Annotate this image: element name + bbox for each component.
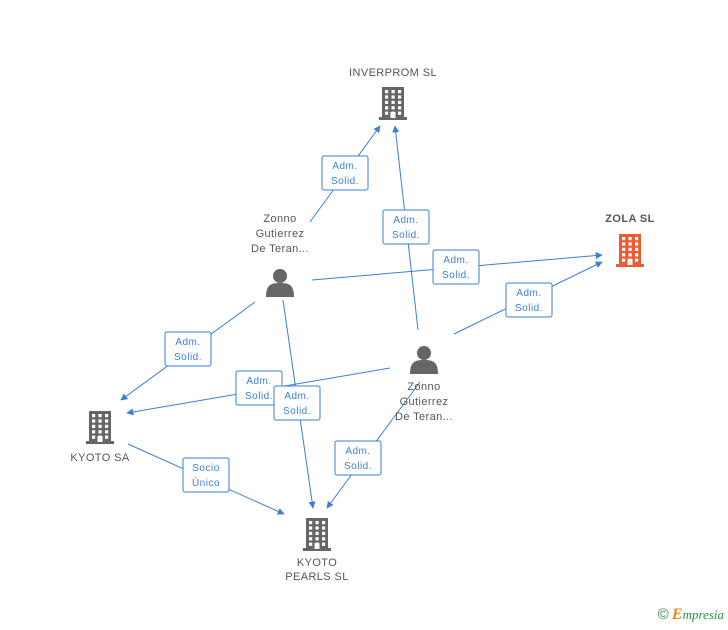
edge-label-text: Adm. [175,337,200,348]
person-icon [410,346,438,374]
edge-label[interactable]: Adm. Solid. [432,249,480,285]
node-zola[interactable]: ZOLA SL [605,213,654,267]
building-icon [379,87,407,120]
edge-label-text: Solid. [331,176,359,187]
edge-label-text: Único [192,476,220,489]
copyright-notice: © Empresia [658,606,724,624]
node-kyoto_pearls[interactable]: KYOTO PEARLS SL [285,518,349,583]
brand-name: mpresia [682,607,724,622]
edge-label[interactable]: Adm. Solid. [164,331,212,367]
building-icon [86,411,114,444]
edge-label-box [273,385,321,421]
node-label: Zonno [263,213,296,225]
edge-label-box [334,440,382,476]
edge-label-text: Solid. [283,406,311,417]
edge-label-text: Solid. [245,391,273,402]
edge-label-text: Adm. [246,376,271,387]
edge-label-box [432,249,480,285]
edge-label-text: Solid. [392,230,420,241]
node-label: Gutierrez [400,396,449,408]
edge-label-text: Solid. [174,352,202,363]
edge-label-text: Solid. [344,461,372,472]
edge-label-text: Adm. [393,215,418,226]
edge-label-text: Adm. [345,446,370,457]
node-label: INVERPROM SL [349,67,437,79]
edge-labels-layer: Adm. Solid. Adm. Solid. Adm. Solid. Adm. Solid.… [164,155,553,493]
node-label: KYOTO SA [70,452,129,464]
edge-label-box [505,282,553,318]
nodes-layer: INVERPROM SL ZOLA SL KYOTO SA KYOTO PEARLS S… [70,67,654,583]
edge-label-box [182,457,230,493]
node-label: De Teran... [251,243,309,255]
edge-label[interactable]: Adm. Solid. [321,155,369,191]
edge-label-text: Adm. [332,161,357,172]
node-label: KYOTO [297,557,337,569]
edge-label[interactable]: Adm. Solid. [505,282,553,318]
edge-label-text: Solid. [515,303,543,314]
edge-label-box [382,209,430,245]
node-label: PEARLS SL [285,571,349,583]
node-kyoto_sa[interactable]: KYOTO SA [70,411,129,464]
edge-label[interactable]: Adm. Solid. [334,440,382,476]
edge-label-text: Adm. [284,391,309,402]
building-icon [303,518,331,551]
edge-label-box [164,331,212,367]
edge-label[interactable]: Adm. Solid. [273,385,321,421]
node-label: Gutierrez [256,228,305,240]
node-inverprom[interactable]: INVERPROM SL [349,67,437,120]
node-label: Zonno [407,381,440,393]
building-icon [616,234,644,267]
brand-initial: E [671,606,683,623]
copyright-symbol: © [657,606,669,623]
edge-label-box [321,155,369,191]
edge-label-text: Adm. [443,255,468,266]
edge-label-text: Solid. [442,270,470,281]
node-label: De Teran... [395,411,453,423]
node-label: ZOLA SL [605,213,654,225]
edge-label-text: Adm. [516,288,541,299]
person-icon [266,269,294,297]
edge-label-text: Socio [192,463,220,474]
edge-label[interactable]: Adm. Solid. [382,209,430,245]
